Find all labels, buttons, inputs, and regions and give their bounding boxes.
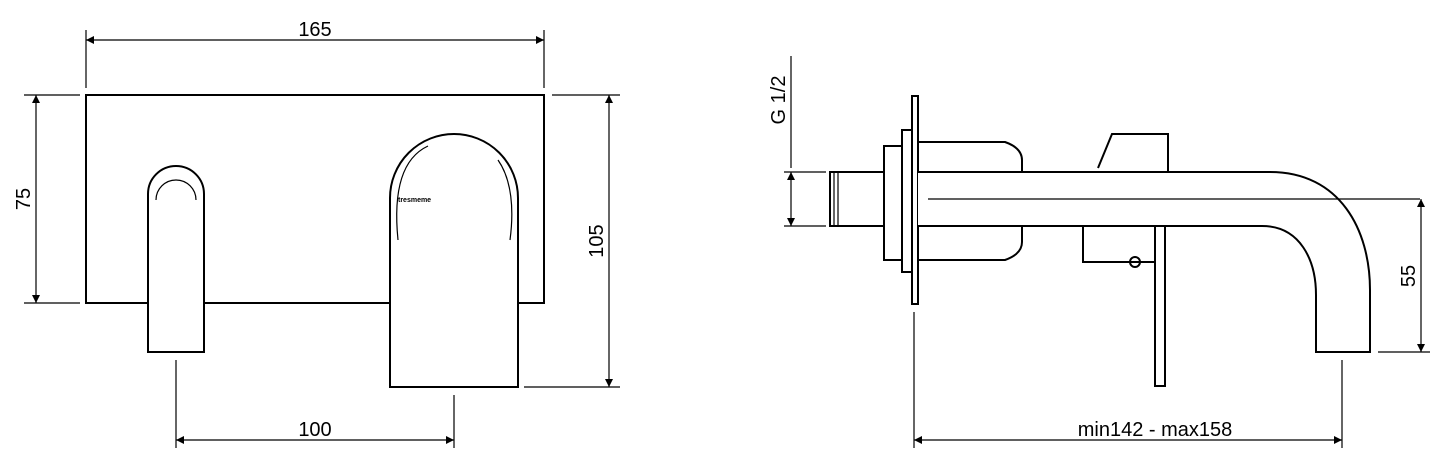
mixer-lever	[147, 165, 205, 353]
wall-plate	[85, 94, 545, 304]
side-view: G 1/2 55 min142 - max158	[768, 56, 1430, 448]
front-view: tresmeme 165 75 105 100	[13, 19, 620, 448]
handle-top	[1097, 133, 1169, 172]
dim-label-drop: 55	[1398, 265, 1420, 287]
dim-label-plate-height: 75	[13, 188, 35, 210]
mixer-lever-edge	[155, 179, 197, 201]
spout-body	[389, 133, 519, 388]
dim-label-thread: G 1/2	[768, 76, 790, 125]
dim-label-projection: min142 - max158	[1078, 419, 1233, 441]
lever-plate	[1154, 225, 1166, 387]
dim-label-width: 165	[298, 19, 331, 41]
dim-label-total-height: 105	[586, 224, 608, 257]
mounting-nut	[883, 145, 903, 261]
dim-label-spacing: 100	[298, 419, 331, 441]
spout-tube	[918, 171, 1371, 353]
spout-edge-left	[396, 145, 429, 241]
spout-edge-right	[497, 159, 513, 241]
lever-pivot	[1129, 256, 1141, 268]
brand-mark: tresmeme	[398, 197, 431, 204]
lever-block	[1082, 226, 1155, 263]
wall-flange	[911, 95, 919, 305]
mounting-washer	[901, 129, 913, 273]
